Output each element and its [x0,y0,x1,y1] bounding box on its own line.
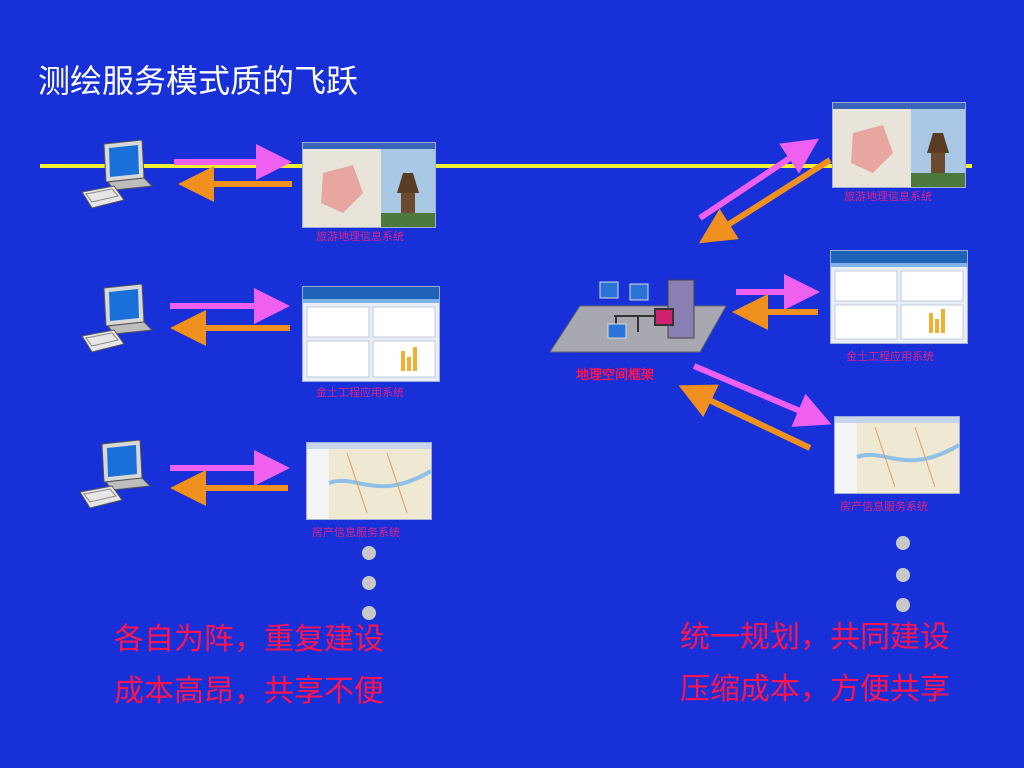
land-engineering-screenshot-right [830,250,968,344]
yellow-divider-line [40,164,972,168]
right-summary-line-1: 统一规划，共同建设 [680,620,950,655]
network-framework-icon [549,276,727,360]
tourism-map-screenshot-right [832,102,966,188]
arrow-framework-to-realestate [692,363,832,427]
tourism-map-screenshot-left [302,142,436,228]
slide-title: 测绘服务模式质的飞跃 [38,62,359,100]
left-summary: 各自为阵，重复建设 成本高昂，共享不便 [114,614,384,718]
land-engineering-screenshot-left [302,286,440,382]
ellipsis-dots-left [362,546,378,622]
left-summary-line-1: 各自为阵，重复建设 [114,622,384,657]
caption-left-2: 金土工程应用系统 [316,386,404,399]
real-estate-map-screenshot-right [834,416,960,494]
caption-right-3: 房产信息服务系统 [840,500,928,513]
ellipsis-dots-right [896,536,912,616]
caption-right-1: 旅游地理信息系统 [844,190,932,203]
caption-right-2: 金土工程应用系统 [846,350,934,363]
right-summary: 统一规划，共同建设 压缩成本，方便共享 [680,612,950,716]
caption-left-1: 旅游地理信息系统 [316,230,404,243]
network-framework-label: 地理空间框架 [576,368,655,383]
computer-icon-1 [78,139,156,220]
computer-icon-3 [76,439,154,520]
right-summary-line-2: 压缩成本，方便共享 [680,672,950,707]
real-estate-map-screenshot-left [306,442,432,520]
left-summary-line-2: 成本高昂，共享不便 [114,674,384,709]
arrow-framework-to-tourism [698,138,819,221]
caption-left-3: 房产信息服务系统 [312,526,400,539]
arrow-realestate-to-framework [678,384,812,451]
computer-icon-2 [78,283,156,364]
arrow-tourism-to-framework [698,157,832,244]
